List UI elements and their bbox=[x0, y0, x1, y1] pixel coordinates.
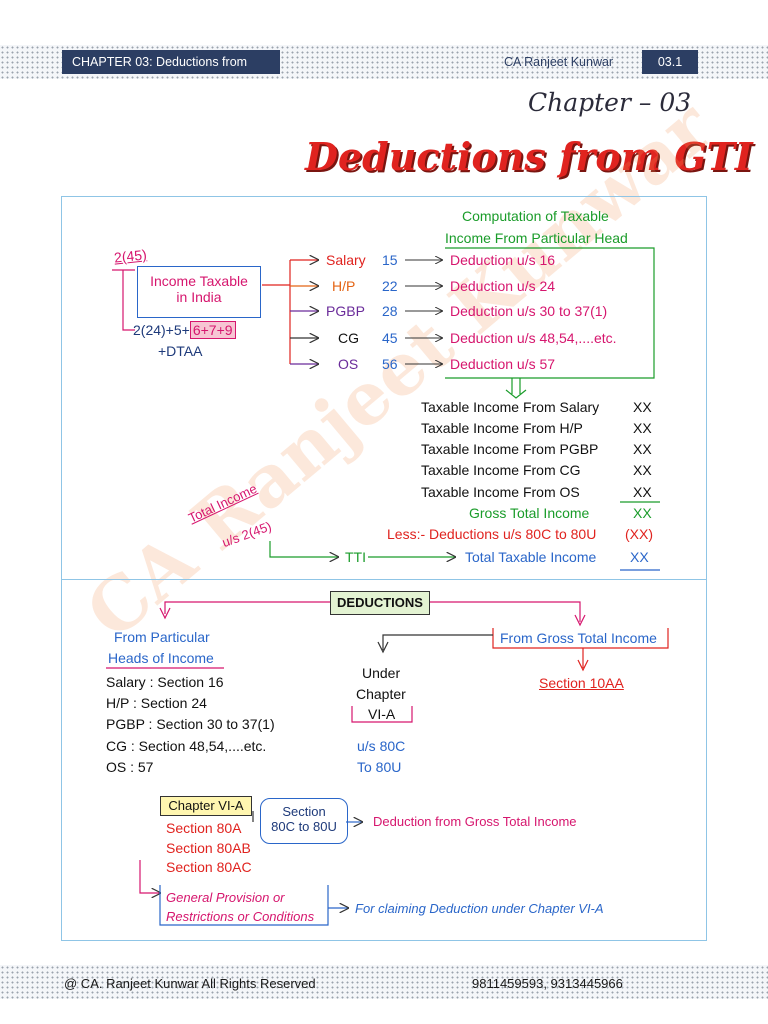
under-chapter-2: Chapter bbox=[356, 686, 406, 702]
section-cg: 45 bbox=[382, 330, 398, 346]
general-provision-2: Restrictions or Conditions bbox=[166, 909, 315, 924]
section-salary: 15 bbox=[382, 252, 398, 268]
chapter-tag: CHAPTER 03: Deductions from GTI bbox=[62, 50, 280, 93]
taxable-row-hp: Taxable Income From H/P bbox=[421, 420, 583, 436]
chapter-number: Chapter – 03 bbox=[528, 88, 692, 117]
us-80c-2: To 80U bbox=[357, 759, 402, 775]
under-chapter-1: Under bbox=[362, 665, 401, 681]
total-taxable-value: XX bbox=[630, 549, 649, 565]
head-os: OS bbox=[338, 356, 359, 372]
footer-phones: 9811459593, 9313445966 bbox=[472, 976, 623, 991]
deduction-pgbp: Deduction u/s 30 to 37(1) bbox=[450, 303, 608, 319]
from-gti-label: From Gross Total Income bbox=[500, 630, 657, 646]
section-os: 56 bbox=[382, 356, 398, 372]
taxable-row-salary: Taxable Income From Salary bbox=[421, 399, 600, 415]
computation-title-1: Computation of Taxable bbox=[462, 208, 609, 224]
taxable-row-cg: Taxable Income From CG bbox=[421, 462, 581, 478]
header-author: CA Ranjeet Kunwar bbox=[504, 55, 614, 69]
under-chapter-3: VI-A bbox=[368, 706, 396, 722]
us-80c-1: u/s 80C bbox=[357, 738, 406, 754]
gti-value: XX bbox=[633, 505, 652, 521]
section-80c-80u-bracket: Section 80C to 80U bbox=[260, 798, 348, 844]
footer-rights: @ CA. Ranjeet Kunwar All Rights Reserved bbox=[64, 976, 316, 991]
total-taxable-label: Total Taxable Income bbox=[465, 549, 597, 565]
section-80c-80u-line1: Section bbox=[282, 804, 326, 819]
chapter-via-80ac: Section 80AC bbox=[166, 859, 252, 875]
section-hp: 22 bbox=[382, 278, 398, 294]
taxable-value-cg: XX bbox=[633, 462, 652, 478]
computation-title-2: Income From Particular Head bbox=[445, 230, 628, 246]
income-taxable-line1: Income Taxable bbox=[150, 273, 248, 289]
heads-list-salary: Salary : Section 16 bbox=[106, 674, 224, 690]
taxable-value-hp: XX bbox=[633, 420, 652, 436]
section-pgbp: 28 bbox=[382, 303, 398, 319]
taxable-value-pgbp: XX bbox=[633, 441, 652, 457]
heads-list-pgbp: PGBP : Section 30 to 37(1) bbox=[106, 716, 275, 732]
deduction-salary: Deduction u/s 16 bbox=[450, 252, 556, 268]
less-deductions-value: (XX) bbox=[625, 526, 653, 542]
income-taxable-line2: in India bbox=[176, 289, 222, 305]
taxable-row-os: Taxable Income From OS bbox=[421, 484, 580, 500]
footer-band bbox=[0, 965, 768, 999]
deduction-from-gti-text: Deduction from Gross Total Income bbox=[373, 814, 577, 829]
formula-part-b: 6+7+9 bbox=[189, 321, 236, 339]
head-pgbp: PGBP bbox=[326, 303, 365, 319]
chapter-via-box: Chapter VI-A bbox=[160, 796, 252, 816]
section-80c-80u-line2: 80C to 80U bbox=[271, 819, 337, 834]
bottom-diagram-box bbox=[61, 579, 707, 941]
gti-label: Gross Total Income bbox=[469, 505, 590, 521]
heads-list-hp: H/P : Section 24 bbox=[106, 695, 207, 711]
head-hp: H/P bbox=[332, 278, 356, 294]
taxable-value-os: XX bbox=[633, 484, 652, 500]
page-number: 03.1 bbox=[642, 50, 698, 74]
head-salary: Salary bbox=[326, 252, 366, 268]
tti-label: TTI bbox=[345, 549, 366, 565]
from-heads-2: Heads of Income bbox=[108, 650, 214, 666]
chapter-via-80a: Section 80A bbox=[166, 820, 242, 836]
formula-line1: 2(24)+5+6+7+9 bbox=[133, 321, 236, 339]
for-claiming-text: For claiming Deduction under Chapter VI-… bbox=[355, 901, 604, 916]
formula-part-a: 2(24)+5+ bbox=[133, 322, 190, 338]
general-provision-1: General Provision or bbox=[166, 890, 285, 905]
taxable-value-salary: XX bbox=[633, 399, 652, 415]
taxable-row-pgbp: Taxable Income From PGBP bbox=[421, 441, 599, 457]
deduction-hp: Deduction u/s 24 bbox=[450, 278, 556, 294]
deductions-label: DEDUCTIONS bbox=[337, 595, 423, 610]
chapter-via-80ab: Section 80AB bbox=[166, 840, 251, 856]
heads-list-os: OS : 57 bbox=[106, 759, 154, 775]
page-title: Deductions from GTI bbox=[305, 134, 753, 179]
heads-list-cg: CG : Section 48,54,....etc. bbox=[106, 738, 267, 754]
deduction-os: Deduction u/s 57 bbox=[450, 356, 556, 372]
deductions-label-box: DEDUCTIONS bbox=[330, 591, 430, 615]
section-2-45: 2(45) bbox=[113, 246, 148, 266]
deduction-cg: Deduction u/s 48,54,....etc. bbox=[450, 330, 617, 346]
from-heads-1: From Particular bbox=[114, 629, 210, 645]
less-deductions-label: Less:- Deductions u/s 80C to 80U bbox=[387, 526, 597, 542]
head-cg: CG bbox=[338, 330, 359, 346]
income-taxable-box: Income Taxable in India bbox=[137, 266, 261, 318]
section-10aa: Section 10AA bbox=[539, 675, 624, 691]
formula-line2: +DTAA bbox=[158, 343, 203, 359]
chapter-via-label: Chapter VI-A bbox=[168, 798, 244, 813]
